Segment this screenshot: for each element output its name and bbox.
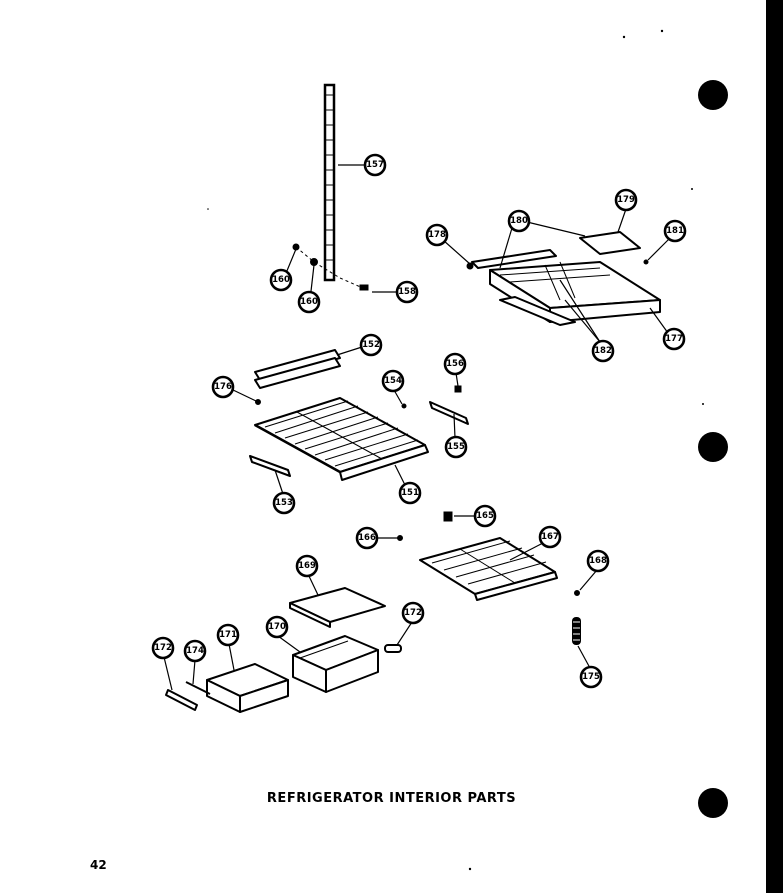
callout-151: 151 <box>398 481 422 505</box>
svg-text:169: 169 <box>298 561 316 571</box>
callout-165: 165 <box>473 504 497 528</box>
svg-text:152: 152 <box>362 340 380 350</box>
callout-152: 152 <box>359 333 383 357</box>
page-edge-border <box>766 0 783 893</box>
svg-text:160: 160 <box>300 297 318 307</box>
callout-172-left: 172 <box>151 636 175 660</box>
callout-157: 157 <box>363 153 387 177</box>
callout-177: 177 <box>662 327 686 351</box>
svg-text:153: 153 <box>275 498 293 508</box>
svg-text:156: 156 <box>446 359 464 369</box>
part-drawer-rail <box>165 681 211 711</box>
svg-text:172: 172 <box>154 643 172 653</box>
svg-text:170: 170 <box>268 622 286 632</box>
svg-text:166: 166 <box>358 533 376 543</box>
part-shelf-side-bracket-left <box>249 455 291 477</box>
svg-text:171: 171 <box>219 630 237 640</box>
callout-160-right: 160 <box>297 290 321 314</box>
binder-hole-bottom <box>698 788 728 818</box>
svg-text:155: 155 <box>447 442 465 452</box>
part-crisper-pan <box>292 635 379 693</box>
callout-154: 154 <box>381 369 405 393</box>
svg-text:154: 154 <box>384 376 402 386</box>
part-shelf-standard <box>323 83 336 282</box>
callout-153: 153 <box>272 491 296 515</box>
diagram-title: REFRIGERATOR INTERIOR PARTS <box>266 791 517 806</box>
part-freezer-shelf-assembly <box>466 231 661 326</box>
svg-text:157: 157 <box>366 160 384 170</box>
page-number: 42 <box>90 858 107 872</box>
part-roller <box>384 644 402 653</box>
callout-175: 175 <box>579 665 603 689</box>
svg-text:176: 176 <box>214 382 232 392</box>
callout-155: 155 <box>444 435 468 459</box>
callout-171: 171 <box>216 623 240 647</box>
callout-179: 179 <box>614 188 638 212</box>
callout-180: 180 <box>507 209 531 233</box>
binder-hole-top <box>698 80 728 110</box>
callout-156: 156 <box>443 352 467 376</box>
svg-text:172: 172 <box>404 608 422 618</box>
callout-182: 182 <box>591 339 615 363</box>
callout-167: 167 <box>538 525 562 549</box>
callout-170: 170 <box>265 615 289 639</box>
scan-speckles <box>207 29 704 871</box>
callout-158: 158 <box>395 280 419 304</box>
svg-text:177: 177 <box>665 334 683 344</box>
svg-text:165: 165 <box>476 511 494 521</box>
svg-text:158: 158 <box>398 287 416 297</box>
callout-168: 168 <box>586 549 610 573</box>
part-shelf-side-bracket-right <box>255 385 469 425</box>
svg-text:179: 179 <box>617 195 635 205</box>
part-rear-shelf-bracket <box>254 349 341 389</box>
callout-174: 174 <box>183 639 207 663</box>
svg-text:175: 175 <box>582 672 600 682</box>
part-wire-shelf-upper <box>254 397 429 481</box>
callout-160-left: 160 <box>269 268 293 292</box>
binder-hole-middle <box>698 432 728 462</box>
callout-166: 166 <box>355 526 379 550</box>
svg-text:180: 180 <box>510 216 528 226</box>
part-meat-keeper <box>206 663 289 713</box>
svg-text:174: 174 <box>186 646 204 656</box>
callout-176: 176 <box>211 375 235 399</box>
callout-169: 169 <box>295 554 319 578</box>
svg-text:178: 178 <box>428 230 446 240</box>
part-crisper-cover <box>289 587 386 628</box>
svg-text:168: 168 <box>589 556 607 566</box>
callout-178: 178 <box>425 223 449 247</box>
svg-text:151: 151 <box>401 488 419 498</box>
part-wire-shelf-lower <box>397 511 580 601</box>
callout-181: 181 <box>663 219 687 243</box>
svg-text:167: 167 <box>541 532 559 542</box>
svg-text:160: 160 <box>272 275 290 285</box>
svg-text:181: 181 <box>666 226 684 236</box>
part-spring <box>572 617 581 645</box>
callout-172-right: 172 <box>401 601 425 625</box>
svg-text:182: 182 <box>594 346 612 356</box>
